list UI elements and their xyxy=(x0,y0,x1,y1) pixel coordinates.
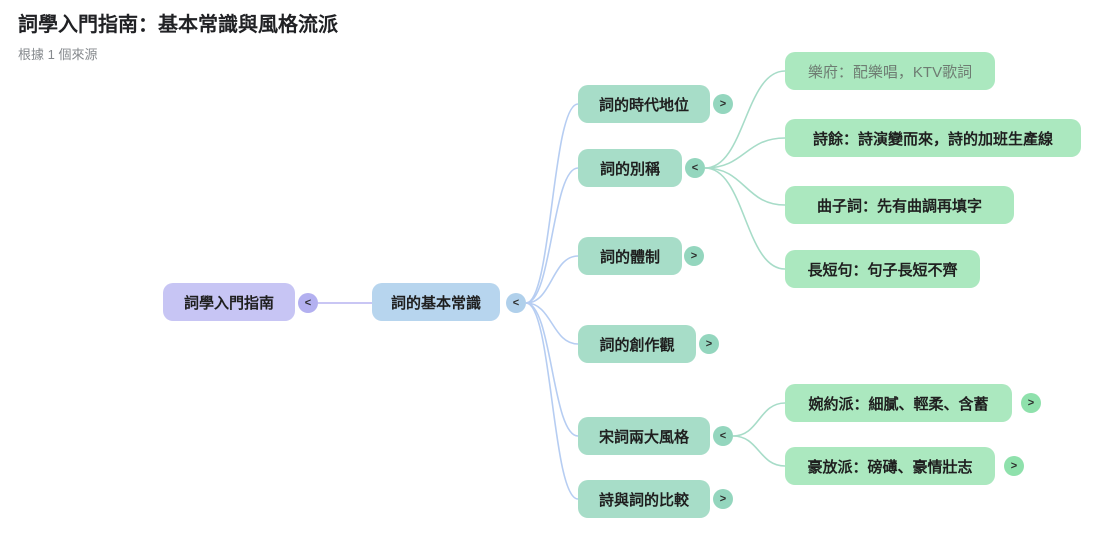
node-branch-era-status[interactable]: 詞的時代地位 xyxy=(578,85,710,123)
leaf-haofang-expand-button[interactable]: > xyxy=(1004,456,1024,476)
branch-alt-names-collapse-button[interactable]: < xyxy=(685,158,705,178)
branch-form-system-expand-button[interactable]: > xyxy=(684,246,704,266)
node-branch-poem-vs-ci[interactable]: 詩與詞的比較 xyxy=(578,480,710,518)
branch-era-status-expand-button[interactable]: > xyxy=(713,94,733,114)
node-leaf-changduanju[interactable]: 長短句：句子長短不齊 xyxy=(785,250,980,288)
node-leaf-haofang[interactable]: 豪放派：磅礡、豪情壯志 xyxy=(785,447,995,485)
node-branch-form-system[interactable]: 詞的體制 xyxy=(578,237,682,275)
node-root[interactable]: 詞學入門指南 xyxy=(163,283,295,321)
node-branch-two-styles[interactable]: 宋詞兩大風格 xyxy=(578,417,710,455)
branch-two-styles-collapse-button[interactable]: < xyxy=(713,426,733,446)
hub-collapse-button[interactable]: < xyxy=(506,293,526,313)
node-leaf-shiyu[interactable]: 詩餘：詩演變而來，詩的加班生產線 xyxy=(785,119,1081,157)
node-hub[interactable]: 詞的基本常識 xyxy=(372,283,500,321)
node-branch-alt-names[interactable]: 詞的別稱 xyxy=(578,149,682,187)
node-branch-creation-view[interactable]: 詞的創作觀 xyxy=(578,325,696,363)
root-collapse-button[interactable]: < xyxy=(298,293,318,313)
branch-creation-view-expand-button[interactable]: > xyxy=(699,334,719,354)
page-title: 詞學入門指南：基本常識與風格流派 xyxy=(18,14,338,36)
source-count-label: 根據 1 個來源 xyxy=(18,47,98,62)
branch-poem-vs-ci-expand-button[interactable]: > xyxy=(713,489,733,509)
leaf-wanyue-expand-button[interactable]: > xyxy=(1021,393,1041,413)
node-leaf-wanyue[interactable]: 婉約派：細膩、輕柔、含蓄 xyxy=(785,384,1012,422)
node-leaf-quzici[interactable]: 曲子詞：先有曲調再填字 xyxy=(785,186,1014,224)
node-leaf-yuefu[interactable]: 樂府：配樂唱，KTV歌詞 xyxy=(785,52,995,90)
